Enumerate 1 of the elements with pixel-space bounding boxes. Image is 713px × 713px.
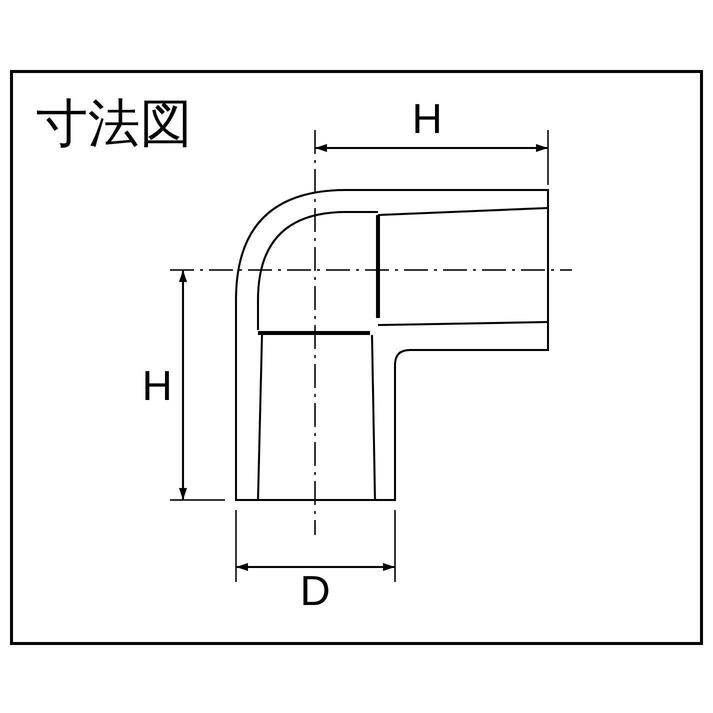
diagram-title: 寸法図	[36, 98, 192, 150]
